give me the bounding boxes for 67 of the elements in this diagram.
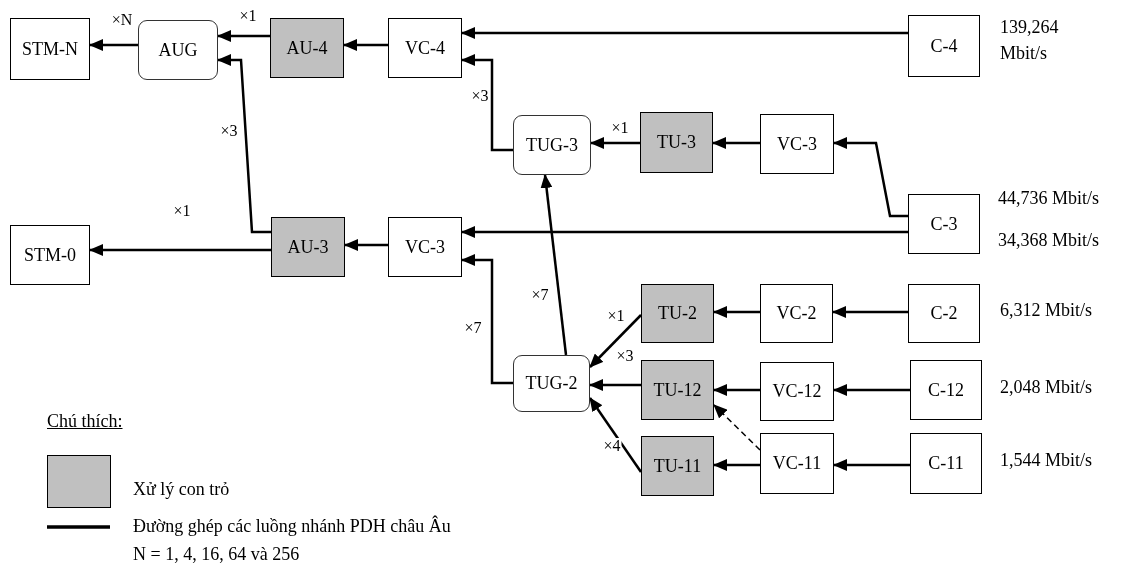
arrow xyxy=(833,137,908,218)
process-box: C-2 xyxy=(908,284,980,343)
dashed-arrow xyxy=(713,404,761,451)
arrow xyxy=(89,244,271,256)
bitrate-label: 6,312 Mbit/s xyxy=(1000,300,1092,321)
arrow xyxy=(343,39,388,51)
arrow xyxy=(89,39,138,51)
pointer-box: TU-12 xyxy=(641,360,714,420)
process-box: C-12 xyxy=(910,360,982,420)
process-box: C-11 xyxy=(910,433,982,494)
bitrate-label: 2,048 Mbit/s xyxy=(1000,377,1092,398)
edge-label: ×3 xyxy=(470,88,490,104)
process-box: VC-12 xyxy=(760,362,834,421)
arrow xyxy=(832,306,908,318)
edge-label: ×1 xyxy=(606,308,626,324)
arrow xyxy=(833,459,910,471)
arrow xyxy=(589,314,642,368)
arrow xyxy=(712,137,760,149)
bitrate-label: 44,736 Mbit/s xyxy=(998,188,1099,209)
arrow xyxy=(344,239,388,251)
process-box: VC-3 xyxy=(760,114,834,174)
bitrate-label: 1,544 Mbit/s xyxy=(1000,450,1092,471)
edge-label: ×N xyxy=(110,12,134,28)
arrow xyxy=(461,254,513,385)
legend-text: Đường ghép các luồng nhánh PDH châu Âu xyxy=(133,516,451,537)
process-box: C-3 xyxy=(908,194,980,254)
edge-label: ×7 xyxy=(530,287,550,303)
edge-label: ×3 xyxy=(219,123,239,139)
group-box: TUG-3 xyxy=(513,115,591,175)
process-box: VC-4 xyxy=(388,18,462,78)
edge-label: ×1 xyxy=(238,8,258,24)
edge-label: ×4 xyxy=(602,438,622,454)
legend-text: Xử lý con trỏ xyxy=(133,479,230,500)
arrow xyxy=(590,137,640,149)
arrow xyxy=(217,54,271,234)
arrow xyxy=(713,306,760,318)
process-box: STM-0 xyxy=(10,225,90,285)
bitrate-label: 34,368 Mbit/s xyxy=(998,230,1099,251)
arrow xyxy=(589,379,641,391)
arrow xyxy=(713,459,760,471)
arrow xyxy=(217,30,270,42)
process-box: VC-3 xyxy=(388,217,462,277)
group-box: AUG xyxy=(138,20,218,80)
edge-label: ×3 xyxy=(615,348,635,364)
process-box: STM-N xyxy=(10,18,90,80)
pointer-box: AU-4 xyxy=(270,18,344,78)
arrow xyxy=(461,54,513,152)
edge-label: ×1 xyxy=(172,203,192,219)
pointer-box: TU-3 xyxy=(640,112,713,173)
arrow xyxy=(540,174,568,356)
edge-label: ×7 xyxy=(463,320,483,336)
group-box: TUG-2 xyxy=(513,355,590,412)
pointer-box: TU-2 xyxy=(641,284,714,343)
arrow xyxy=(588,397,643,473)
edge-label: ×1 xyxy=(610,120,630,136)
arrow xyxy=(461,226,908,238)
process-box: VC-2 xyxy=(760,284,833,343)
pointer-box: AU-3 xyxy=(271,217,345,277)
process-box: C-4 xyxy=(908,15,980,77)
pointer-box: TU-11 xyxy=(641,436,714,496)
arrow xyxy=(833,384,910,396)
process-box: VC-11 xyxy=(760,433,834,494)
legend-title: Chú thích: xyxy=(47,411,123,432)
arrow xyxy=(713,384,760,396)
arrow xyxy=(461,27,908,39)
bitrate-label: 139,264 Mbit/s xyxy=(1000,16,1060,65)
note-text: N = 1, 4, 16, 64 và 256 xyxy=(133,544,300,565)
